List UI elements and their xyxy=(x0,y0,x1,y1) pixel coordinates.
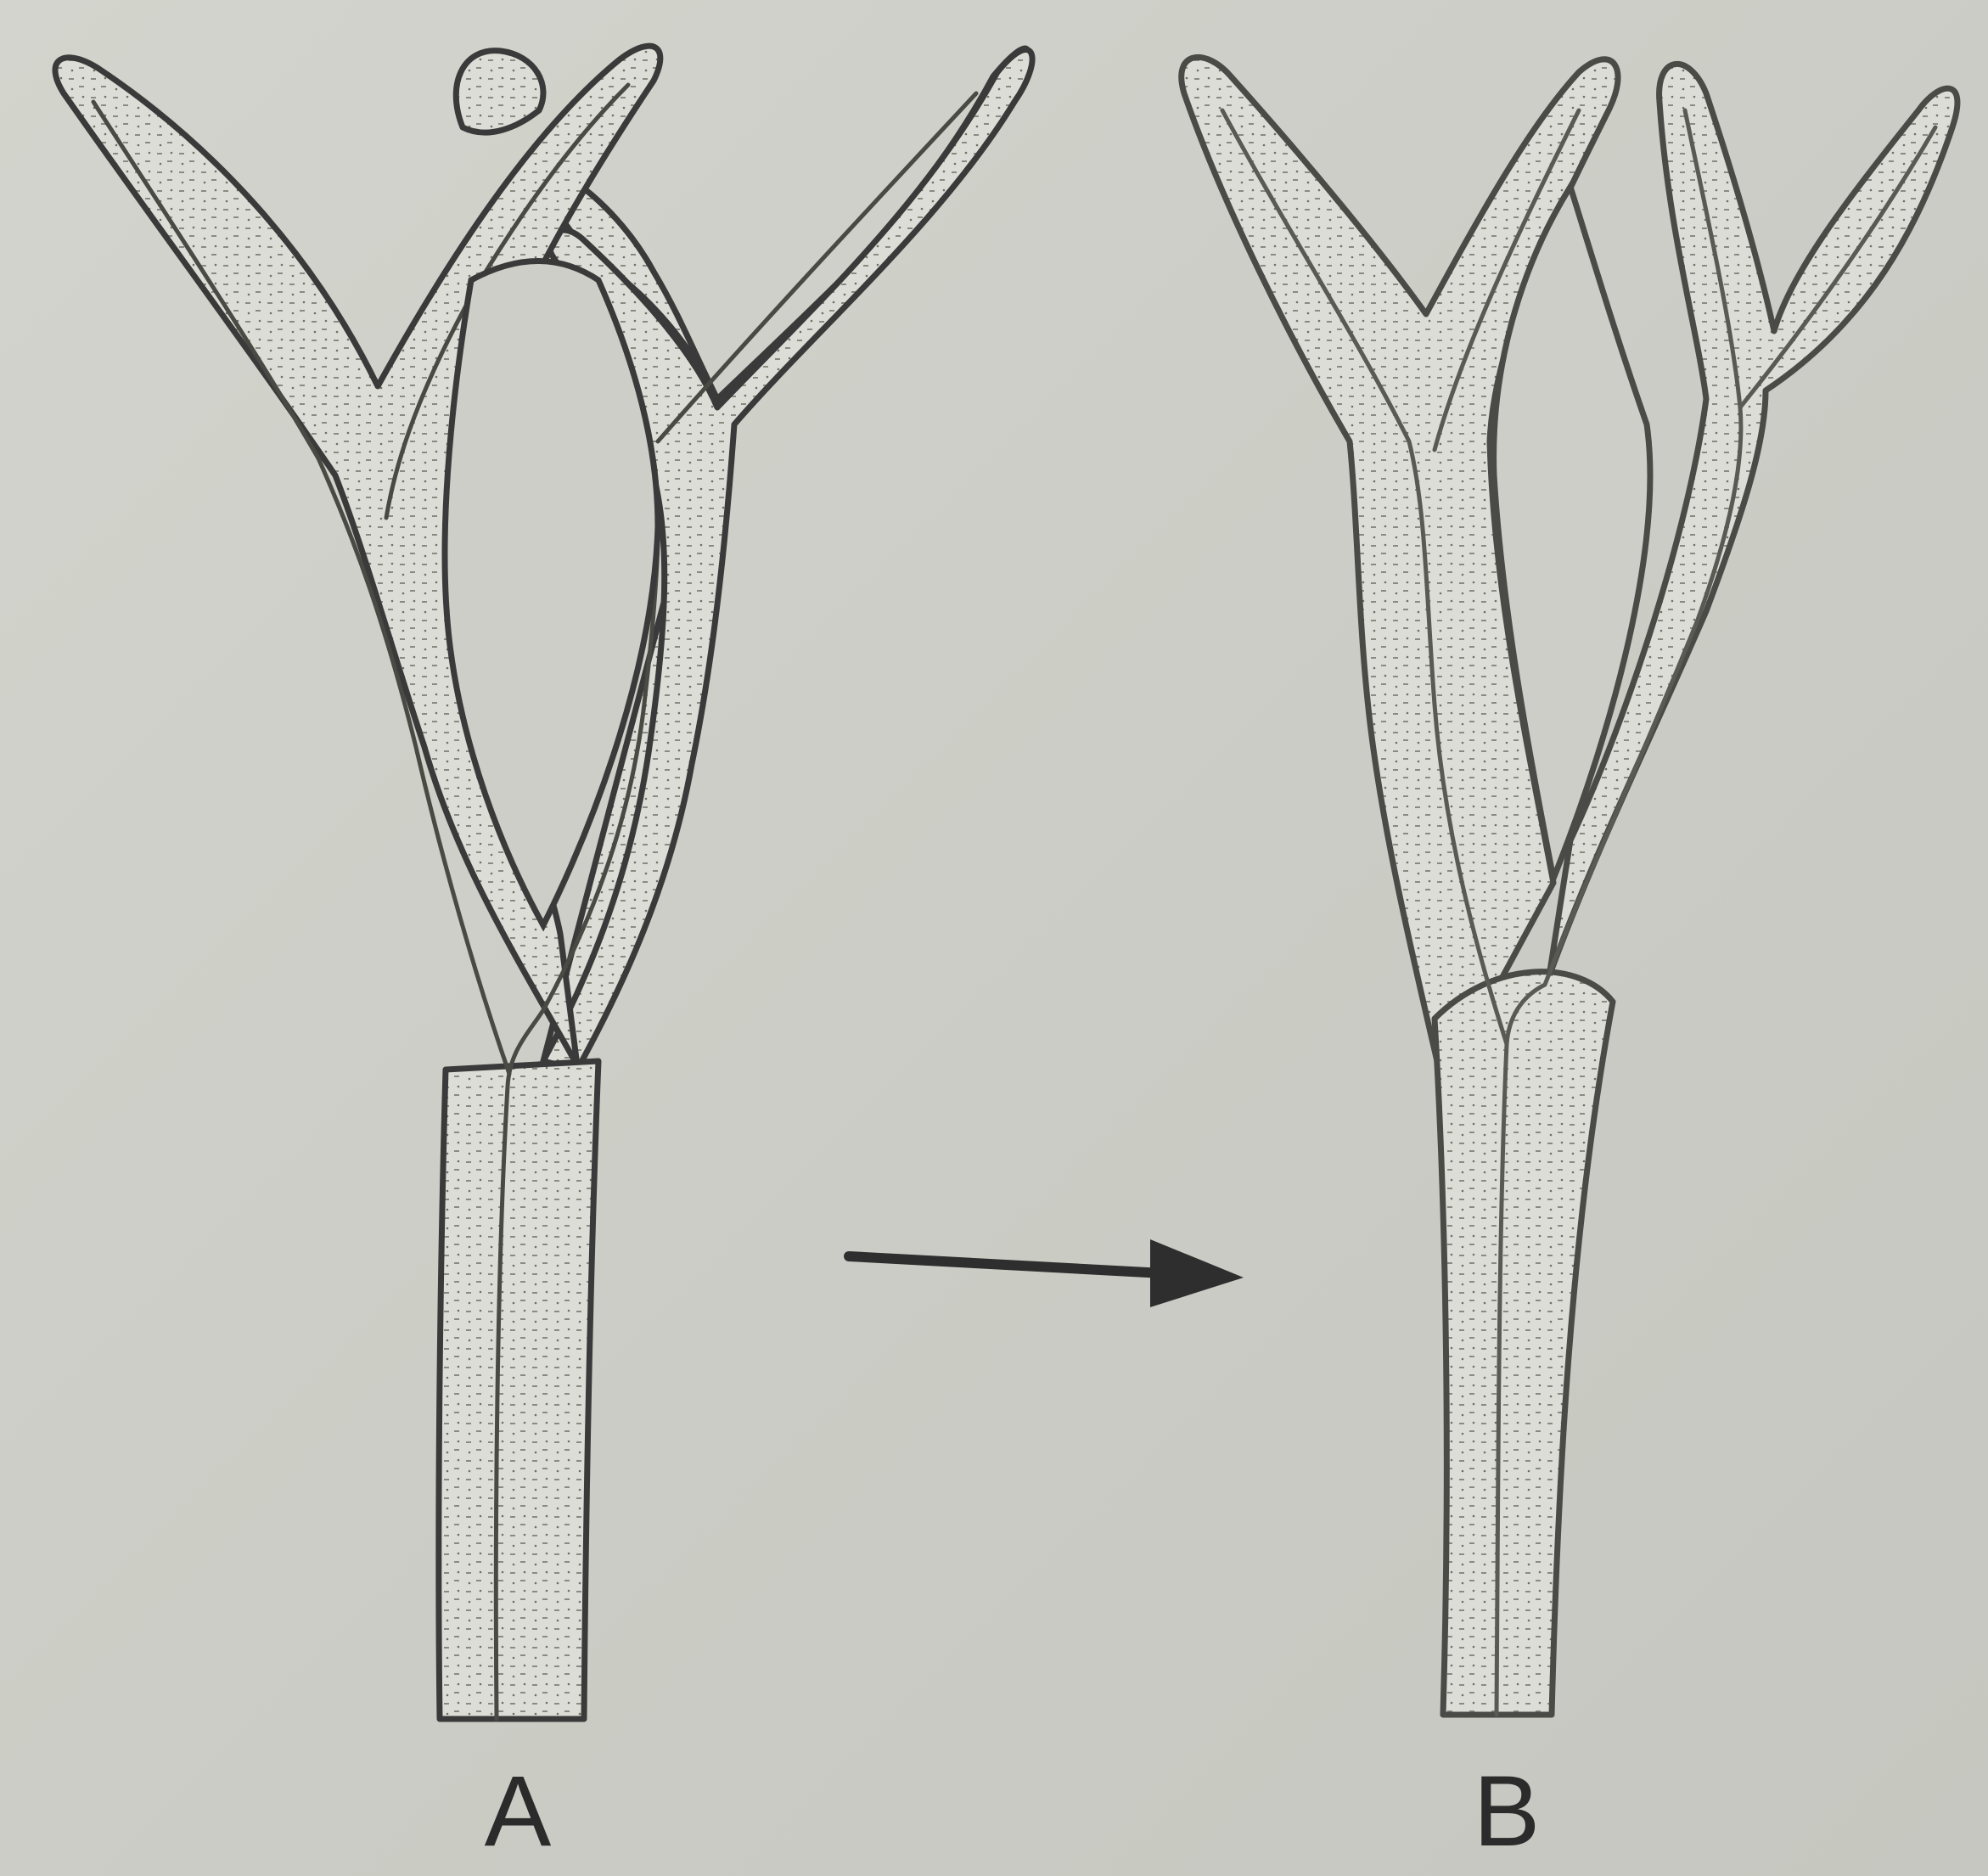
panel-b-label: B xyxy=(1422,1761,1592,1862)
panel-a-small-bud xyxy=(456,51,543,132)
transition-arrow xyxy=(849,1239,1244,1307)
panel-b-trunk xyxy=(1435,972,1613,1715)
panel-a-label: A xyxy=(433,1761,603,1862)
panel-a-trunk xyxy=(439,1061,598,1719)
